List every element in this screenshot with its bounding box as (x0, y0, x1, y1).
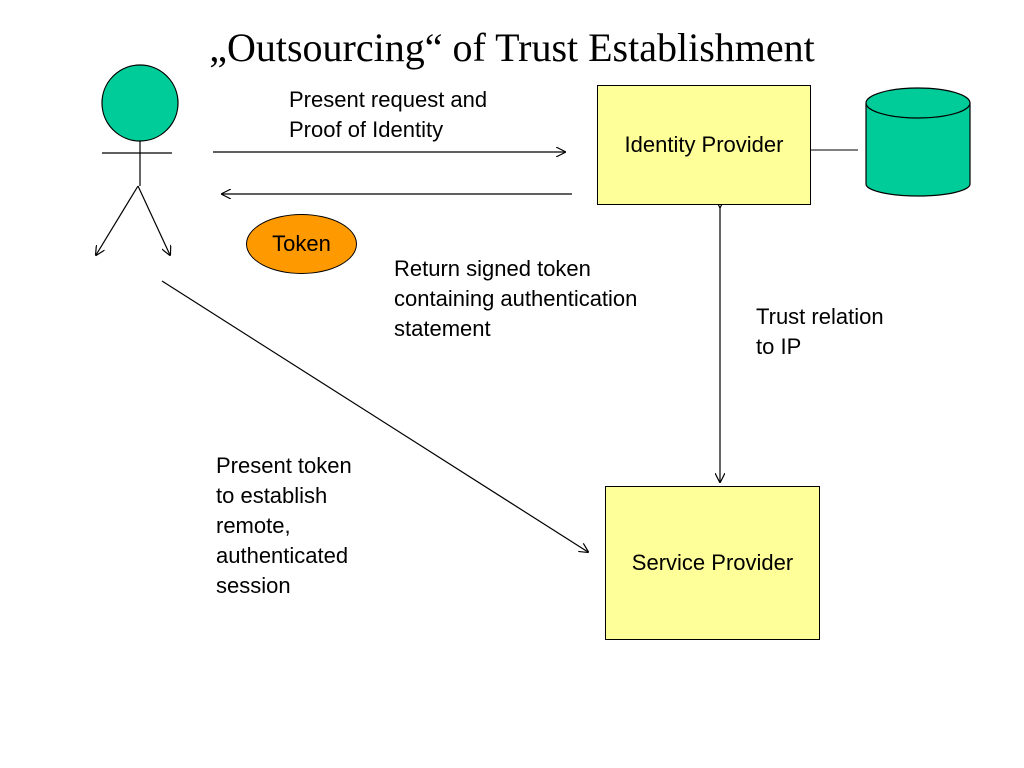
service-provider-label: Service Provider (631, 550, 794, 575)
trust-relation-label: Trust relation to IP (756, 304, 884, 359)
token-label: Token (272, 231, 331, 256)
identity-provider-box: Identity Provider (597, 85, 811, 205)
slide-title: „Outsourcing“ of Trust Establishment (209, 25, 815, 70)
present-request-label: Present request and Proof of Identity (289, 87, 488, 142)
present-token-label: Present token to establish remote, authe… (216, 453, 352, 598)
database-cylinder-icon (865, 87, 971, 197)
service-provider-box: Service Provider (605, 486, 820, 640)
present-token-arrow (161, 280, 588, 552)
token-ellipse: Token (246, 214, 357, 274)
stick-figure-icon (96, 64, 179, 255)
return-token-label: Return signed token containing authentic… (394, 256, 638, 341)
identity-provider-label: Identity Provider (624, 132, 784, 157)
